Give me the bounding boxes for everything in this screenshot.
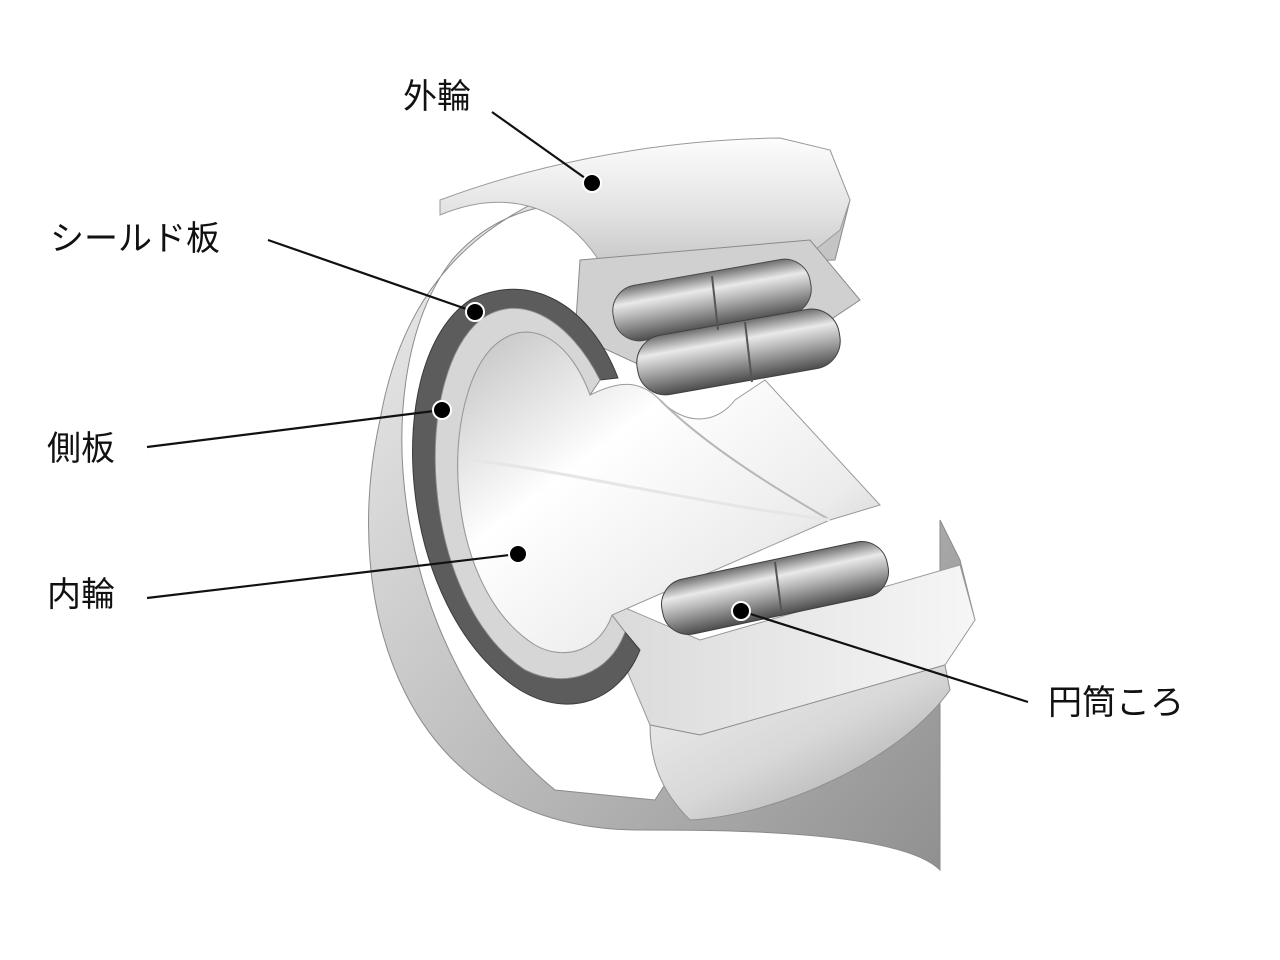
label-inner-ring: 内輪 (47, 575, 115, 615)
leader-lines (146, 111, 1029, 704)
inner-ring (457, 331, 881, 654)
label-side-plate: 側板 (47, 429, 115, 469)
dot-inner-ring (508, 544, 528, 564)
label-shield-plate: シールド板 (50, 219, 220, 259)
dot-shield-plate (465, 302, 485, 322)
leader-roller (740, 609, 1029, 704)
label-outer-ring: 外輪 (403, 77, 471, 117)
dot-outer-ring (582, 173, 602, 193)
leader-outer-ring (491, 111, 593, 184)
bottom-roller (661, 541, 889, 635)
callout-dots (432, 173, 751, 621)
leader-inner-ring (146, 552, 519, 600)
leader-side-plate (146, 408, 443, 449)
leader-shield-plate (267, 238, 476, 314)
dot-roller (731, 601, 751, 621)
top-rollers (612, 258, 841, 396)
dot-side-plate (432, 400, 452, 420)
label-cylindrical-roller: 円筒ころ (1048, 683, 1184, 723)
